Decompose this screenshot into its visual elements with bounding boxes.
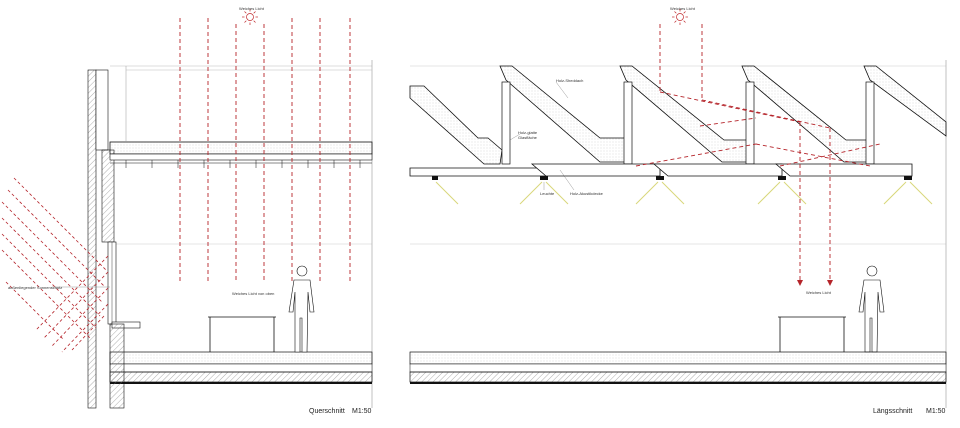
leader-lines-right <box>509 81 575 191</box>
label-luminaire: Leuchte <box>540 191 555 196</box>
right-panel <box>409 9 947 408</box>
roof-structure <box>109 153 373 161</box>
right-panel-title: Längsschnitt <box>873 408 913 415</box>
label-acoustic-ceiling: Holz-Akustikdecke <box>570 191 603 196</box>
floor-layer-right <box>409 363 947 373</box>
label-glazing: Holz-glatte Glasfläche <box>518 130 538 140</box>
floor-screed <box>109 351 373 365</box>
right-panel-scale: M1:50 <box>926 408 946 415</box>
human-figure-icon <box>288 265 315 353</box>
label-diffuse-from-above: Weiches Licht von oben <box>232 291 275 296</box>
shed-roof <box>409 65 947 165</box>
direct-sun-rays <box>1 177 109 353</box>
ray-arrowheads <box>797 280 833 286</box>
label-sun-protection: außenliegender Sonnenschutz <box>8 285 63 290</box>
wall-insulation <box>101 149 115 243</box>
table-icon <box>208 316 276 352</box>
light-cones <box>435 181 933 205</box>
floor-edge-wall <box>109 323 125 409</box>
exterior-wall <box>87 69 97 409</box>
sun-icon <box>672 9 688 25</box>
label-diffuse-light-right: Weiches Licht <box>670 6 695 11</box>
sun-icon <box>242 9 258 25</box>
diffuse-light-rays <box>179 18 351 282</box>
floor-layer <box>109 363 373 373</box>
left-panel-scale: M1:50 <box>352 408 372 415</box>
parapet-cladding <box>95 69 109 151</box>
left-panel-title: Querschnitt <box>309 408 345 415</box>
left-panel <box>1 9 373 409</box>
daylight-path <box>635 24 881 280</box>
floor-slab <box>109 371 373 383</box>
roof-slab <box>109 141 373 155</box>
label-shed-roof: Holz-Sheddach <box>556 78 584 83</box>
floor-screed-right <box>409 351 947 365</box>
label-diffuse-light-left: Weiches Licht <box>239 6 264 11</box>
luminaires <box>432 176 912 180</box>
label-diffuse-light-bottom: Weiches Licht <box>806 290 831 295</box>
human-figure-icon <box>858 265 885 353</box>
table-icon <box>778 316 846 352</box>
acoustic-ceiling-soffits <box>409 163 913 177</box>
floor-slab-right <box>409 371 947 383</box>
ceiling-battens <box>125 160 361 168</box>
